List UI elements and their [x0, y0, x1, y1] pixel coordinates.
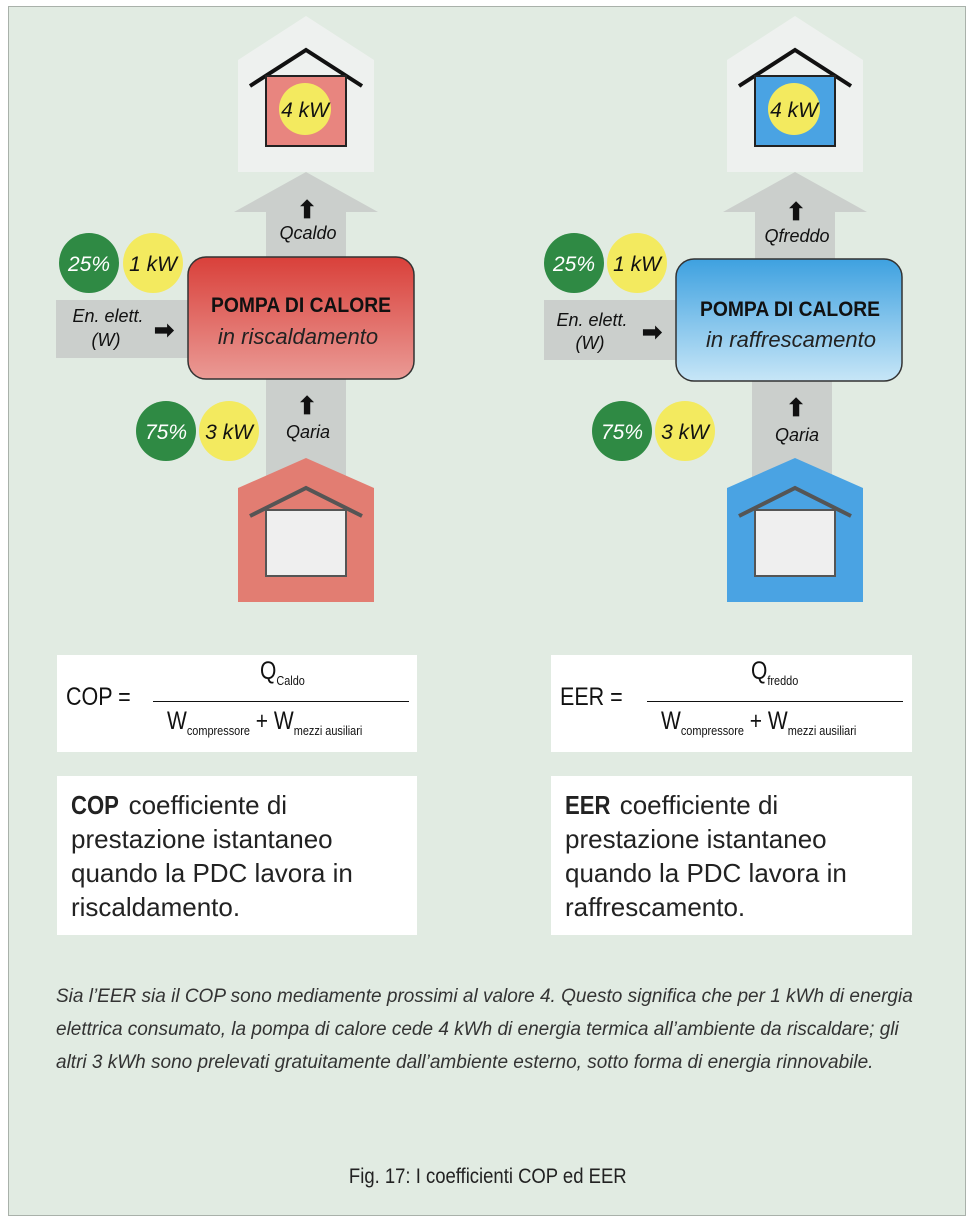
denominator-symbol-b: W — [767, 707, 788, 735]
heating-pump-mode: in riscaldamento — [218, 324, 378, 349]
heating-house-value-circle — [279, 83, 331, 135]
heating-electric-pct-circle — [59, 233, 119, 293]
cooling-air-kw: 3 kW — [661, 421, 711, 444]
cooling-electric-label-2: (W) — [576, 333, 605, 353]
cop-denominator: Wcompressore + Wmezzi ausiliari — [167, 707, 363, 738]
cooling-electric-pct-circle — [544, 233, 604, 293]
denominator-symbol-a: W — [661, 707, 681, 735]
plus-sign: + — [749, 707, 763, 735]
cop-description: COP coefficiente di prestazione istantan… — [57, 776, 417, 935]
cooling-diagram: 4 kW ⬆ Qfreddo En. elett. (W) ➡ POMPA DI… — [544, 16, 903, 602]
heating-electric-kw-circle — [123, 233, 183, 293]
right-arrow-icon: ➡ — [642, 319, 663, 346]
cooling-q-in-label: Qaria — [775, 425, 819, 445]
cop-formula-box: COP = QCaldo Wcompressore + Wmezzi ausil… — [57, 655, 417, 752]
plus-sign: + — [255, 707, 269, 735]
denominator-symbol-a: W — [167, 707, 187, 735]
cooling-output-arrow — [723, 172, 867, 262]
denominator-subscript-b: mezzi ausiliari — [293, 723, 363, 738]
heating-electric-label-2: (W) — [92, 330, 121, 350]
cooling-house-value: 4 kW — [770, 99, 820, 122]
heating-output-arrow — [234, 172, 378, 262]
eer-description-text: coefficiente di prestazione istantaneo q… — [565, 790, 847, 922]
denominator-subscript-a: compressore — [186, 723, 250, 738]
heating-q-out-label: Qcaldo — [279, 223, 336, 243]
cooling-air-pct: 75% — [601, 421, 643, 444]
cooling-pump-title: POMPA DI CALORE — [700, 298, 880, 321]
heating-house-value: 4 kW — [281, 99, 331, 122]
heating-roof-line — [248, 47, 364, 88]
cooling-roof-line — [737, 47, 853, 88]
caption-paragraph: Sia l’EER sia il COP sono mediamente pro… — [56, 986, 913, 1073]
cooling-electric-pct: 25% — [552, 253, 595, 276]
eer-formula-label: EER = — [560, 683, 623, 711]
cooling-house-value-circle — [768, 83, 820, 135]
denominator-symbol-b: W — [273, 707, 294, 735]
cooling-q-out-label: Qfreddo — [764, 226, 829, 246]
denominator-subscript-b: mezzi ausiliari — [787, 723, 857, 738]
heating-electric-arrow — [56, 300, 188, 358]
cooling-air-pct-circle — [592, 401, 652, 461]
heating-q-in-label: Qaria — [286, 422, 330, 442]
eer-fraction-line — [647, 701, 903, 702]
cooling-source-roof-line — [738, 485, 852, 518]
cop-description-text: coefficiente di prestazione istantaneo q… — [71, 790, 353, 922]
heating-electric-label-1: En. elett. — [72, 306, 143, 326]
heating-air-pct-circle — [136, 401, 196, 461]
right-arrow-icon: ➡ — [154, 317, 175, 344]
cooling-electric-arrow — [544, 300, 676, 360]
heating-electric-kw: 1 kW — [129, 253, 179, 276]
cooling-source-room — [754, 509, 836, 577]
up-arrow-icon: ⬆ — [297, 393, 317, 420]
eer-formula-box: EER = Qfreddo Wcompressore + Wmezzi ausi… — [551, 655, 912, 752]
figure-caption-text: Fig. 17: I coefficienti COP ed EER — [349, 1165, 627, 1188]
up-arrow-icon: ⬆ — [786, 199, 806, 226]
heating-air-kw-circle — [199, 401, 259, 461]
up-arrow-icon: ⬆ — [297, 197, 317, 224]
cooling-electric-kw-circle — [607, 233, 667, 293]
eer-denominator: Wcompressore + Wmezzi ausiliari — [661, 707, 857, 738]
numerator-symbol: Q — [751, 657, 768, 685]
numerator-symbol: Q — [260, 657, 277, 685]
denominator-subscript-a: compressore — [680, 723, 744, 738]
heating-air-kw: 3 kW — [205, 421, 255, 444]
figure-caption: Fig. 17: I coefficienti COP ed EER — [0, 1165, 976, 1189]
eer-description: EER coefficiente di prestazione istantan… — [551, 776, 912, 935]
heating-pump-box — [187, 256, 415, 380]
cop-numerator: QCaldo — [260, 657, 305, 688]
heating-diagram: 4 kW ⬆ Qcaldo En. elett. (W) ➡ POMPA DI … — [56, 16, 415, 602]
heating-source-room — [265, 509, 347, 577]
cooling-electric-label-1: En. elett. — [556, 310, 627, 330]
cop-term: COP — [71, 790, 119, 820]
heating-air-pct: 75% — [145, 421, 187, 444]
cop-formula-label: COP = — [66, 683, 131, 711]
heat-pump-diagrams: 4 kW ⬆ Qcaldo En. elett. (W) ➡ POMPA DI … — [56, 16, 903, 602]
numerator-subscript: Caldo — [276, 673, 305, 688]
heating-electric-pct: 25% — [67, 253, 110, 276]
cooling-pump-box — [675, 258, 903, 382]
eer-numerator: Qfreddo — [751, 657, 799, 688]
cop-fraction-line — [153, 701, 409, 702]
cooling-air-kw-circle — [655, 401, 715, 461]
cooling-pump-mode: in raffrescamento — [706, 327, 876, 352]
up-arrow-icon: ⬆ — [786, 395, 806, 422]
heating-pump-title: POMPA DI CALORE — [211, 294, 391, 317]
numerator-subscript: freddo — [767, 673, 799, 688]
eer-term: EER — [565, 790, 611, 820]
cooling-electric-kw: 1 kW — [613, 253, 663, 276]
heating-source-roof-line — [249, 485, 363, 518]
